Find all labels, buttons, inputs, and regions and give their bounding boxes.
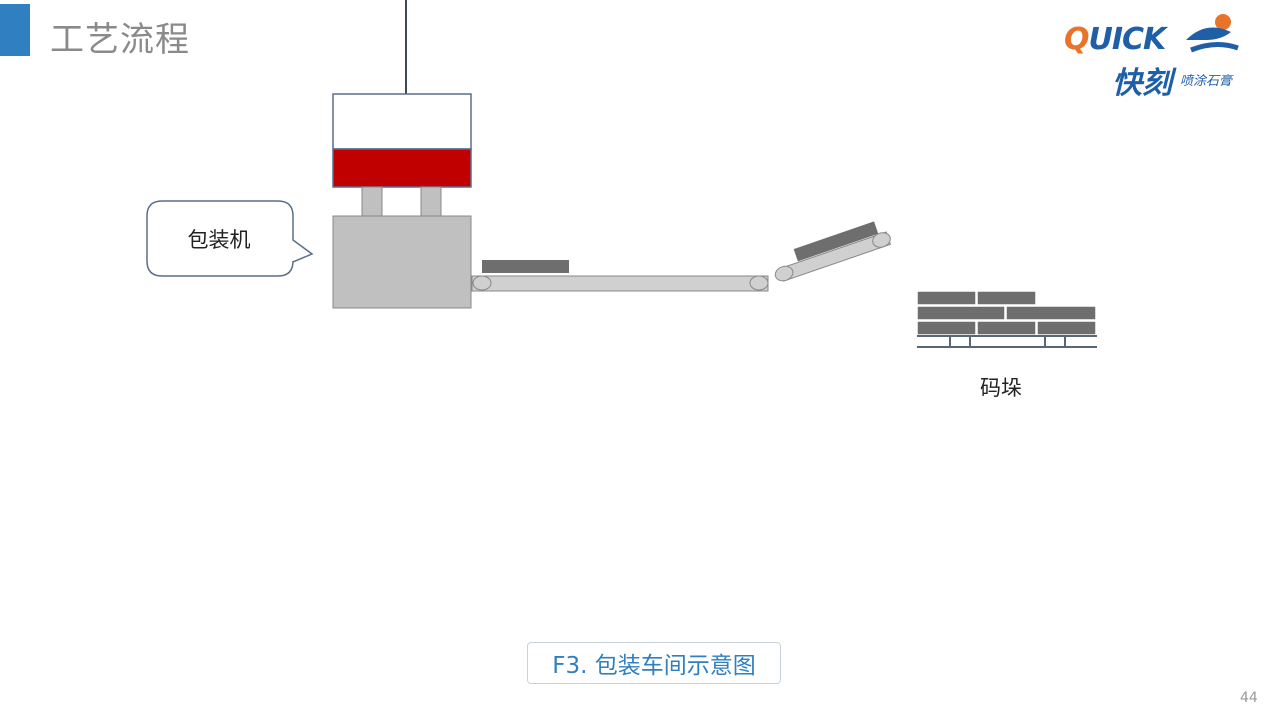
pallet	[917, 335, 1097, 348]
bag-on-inclined-conveyor	[793, 221, 879, 262]
bag-on-conveyor	[482, 260, 569, 273]
title-accent-bar	[0, 4, 30, 56]
inclined-roller-high	[872, 232, 891, 248]
page-number: 44	[1240, 690, 1258, 706]
logo-tagline: 喷涂石膏	[1180, 74, 1233, 89]
conveyor-roller-right	[749, 275, 769, 291]
conveyor-roller-left	[472, 275, 492, 291]
hopper-upper	[332, 93, 472, 150]
stack-bag	[1036, 320, 1097, 336]
page-title: 工艺流程	[50, 20, 190, 60]
inclined-conveyor-group	[774, 221, 892, 282]
hopper-filled-section	[332, 148, 472, 188]
stack-bag	[916, 320, 977, 336]
hopper-leg-right	[420, 186, 442, 217]
packing-machine-callout	[146, 200, 314, 277]
hopper-leg-left	[361, 186, 383, 217]
stack-bag	[1005, 305, 1097, 321]
figure-caption: F3. 包装车间示意图	[527, 642, 781, 684]
inclined-roller-low	[774, 265, 794, 282]
horizontal-conveyor	[471, 275, 769, 292]
bag-stack	[916, 290, 1097, 336]
stack-bag	[916, 305, 1006, 321]
packing-machine-label: 包装机	[187, 228, 251, 252]
logo-wordmark: QUICK	[1064, 22, 1166, 57]
packing-machine-body	[332, 215, 472, 309]
palletizing-label: 码垛	[980, 376, 1022, 400]
logo-runner-icon	[1186, 14, 1239, 53]
logo-chinese-name: 快刻	[1112, 66, 1172, 101]
stack-bag	[976, 290, 1037, 306]
stack-bag	[976, 320, 1037, 336]
quick-logo: QUICK 快刻 喷涂石膏	[1058, 10, 1248, 101]
stack-bag	[916, 290, 977, 306]
